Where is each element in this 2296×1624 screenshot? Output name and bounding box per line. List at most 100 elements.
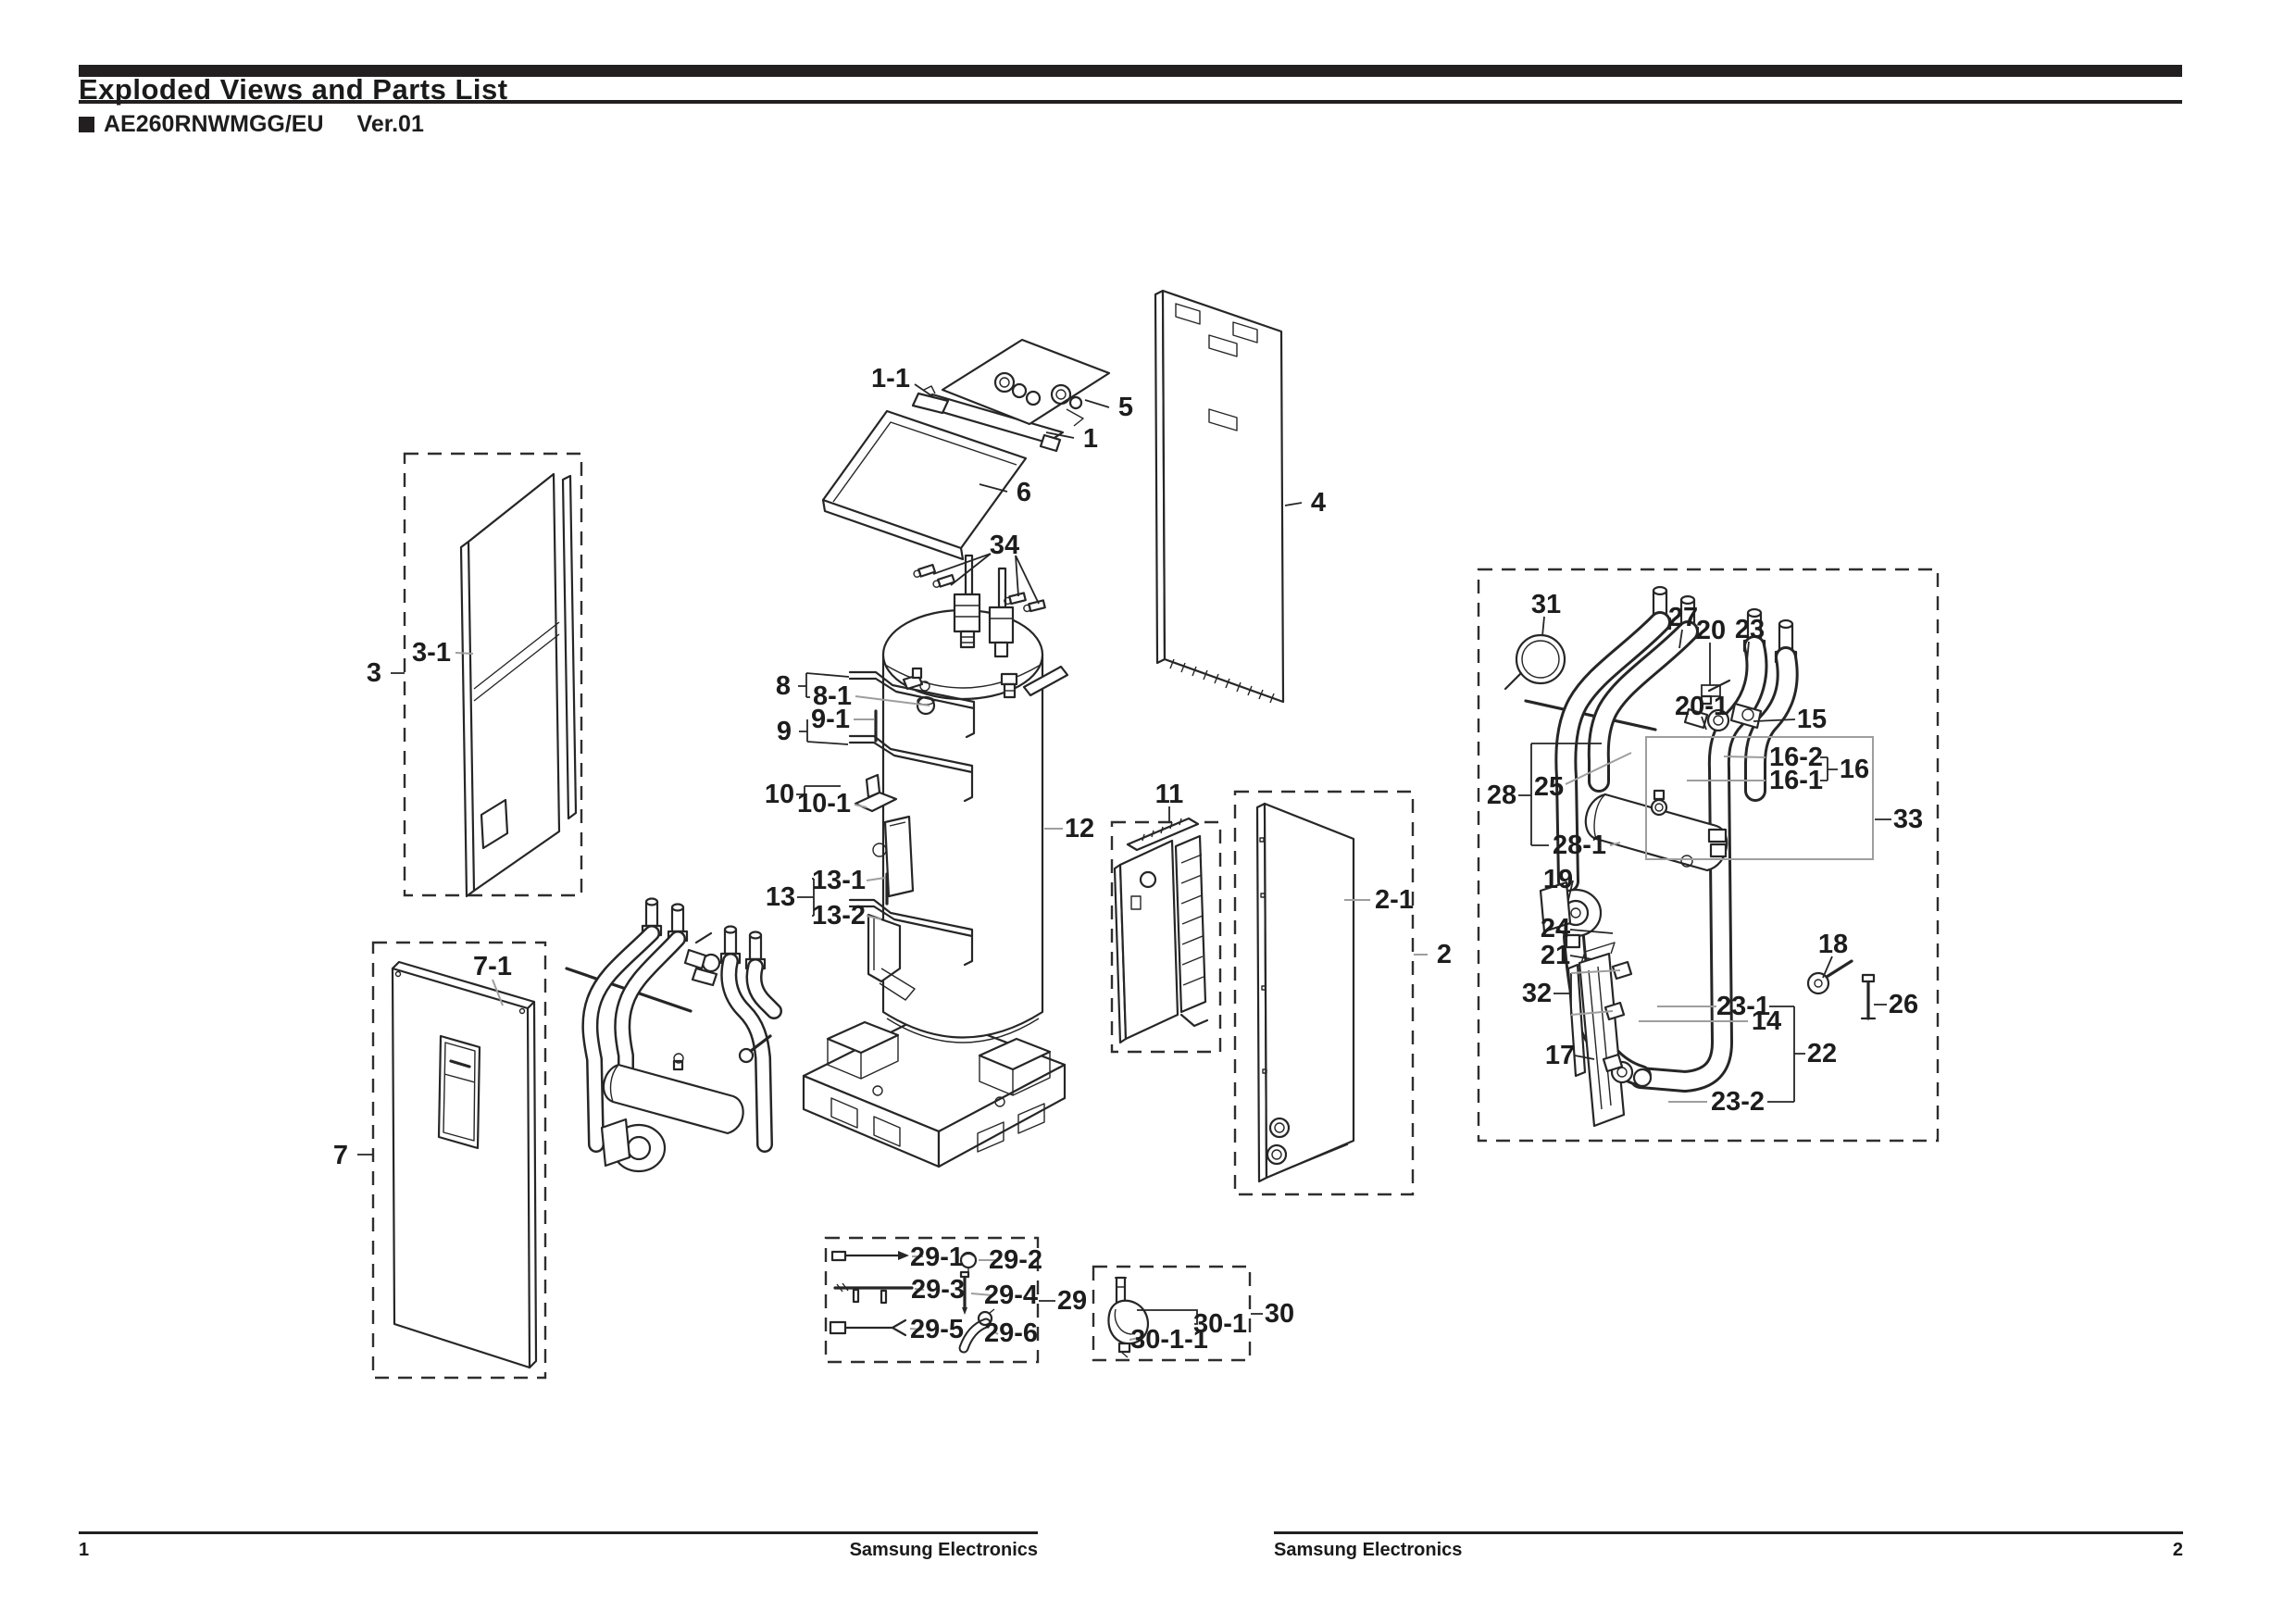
title-underline	[79, 100, 2182, 104]
model-version: Ver.01	[356, 110, 424, 137]
callout-30: 30	[1265, 1299, 1294, 1329]
callout-3-1: 3-1	[412, 638, 451, 668]
hydro-piping-assembly	[565, 897, 782, 1173]
valve-body-30-1	[1107, 1299, 1149, 1345]
callout-12: 12	[1065, 814, 1094, 843]
callout-14: 14	[1752, 1006, 1781, 1036]
accumulator	[602, 1063, 744, 1135]
valve-cluster-20-1	[1683, 707, 1709, 730]
callout-29-3: 29-3	[911, 1275, 965, 1305]
dashed-box-part-11	[1110, 820, 1222, 1054]
front-panel-2	[1255, 802, 1355, 1183]
vent-slot	[1022, 665, 1069, 697]
callout-8-1: 8-1	[813, 681, 852, 711]
wire-loop-31	[1515, 633, 1566, 685]
strap-13	[848, 898, 974, 967]
callout-6: 6	[1017, 478, 1031, 507]
side-panel-3	[459, 472, 578, 898]
model-number: AE260RNWMGG/EU	[104, 110, 324, 137]
callout-29-2: 29-2	[989, 1245, 1042, 1275]
callout-13-1: 13-1	[812, 866, 866, 895]
model-bullet-icon	[79, 116, 94, 132]
water-tank-12	[872, 554, 1069, 1043]
callout-28: 28	[1487, 781, 1516, 810]
callout-11: 11	[1155, 780, 1184, 809]
dashed-box-part-7	[371, 941, 547, 1380]
screw	[738, 1047, 755, 1064]
footer-rule-left	[79, 1531, 1038, 1534]
callout-25: 25	[1534, 772, 1564, 802]
callout-31: 31	[1531, 590, 1561, 619]
callout-20-1: 20-1	[1675, 692, 1728, 721]
callout-26: 26	[1889, 990, 1918, 1019]
dashed-box-part-3	[403, 452, 583, 897]
union-fittings-16	[1707, 828, 1728, 858]
piping-detail-enlarged	[1504, 585, 1877, 1128]
strap-8	[848, 670, 976, 739]
callout-1: 1	[1083, 424, 1098, 454]
dashed-box-piping-detail	[1477, 568, 1940, 1143]
callout-10: 10	[765, 780, 794, 809]
clips-32	[1603, 960, 1633, 1021]
callout-29-1: 29-1	[910, 1243, 964, 1272]
model-line: AE260RNWMGG/EU Ver.01	[79, 110, 424, 138]
footer-rule-right	[1274, 1531, 2183, 1534]
dashed-box-part-2	[1233, 790, 1415, 1196]
publisher-right: Samsung Electronics	[1274, 1540, 1463, 1560]
publisher-left: Samsung Electronics	[849, 1540, 1038, 1560]
screw-18	[1806, 971, 1830, 995]
callout-13-2: 13-2	[812, 901, 866, 931]
footer-right: Samsung Electronics 2	[1274, 1540, 2183, 1561]
header-top-rule	[79, 65, 2182, 77]
callout-23: 23	[1735, 615, 1765, 644]
strip-21	[1566, 963, 1587, 1078]
box-cover	[1118, 839, 1179, 1041]
callout-24: 24	[1541, 914, 1570, 943]
callout-16-2: 16-2	[1769, 743, 1823, 772]
heater-unit	[988, 567, 1015, 658]
control-plate-5	[941, 338, 1111, 426]
page-number-right: 2	[2172, 1540, 2183, 1560]
callout-20: 20	[1696, 616, 1726, 645]
callout-30-1: 30-1	[1193, 1309, 1247, 1339]
sensor-29-1	[830, 1250, 847, 1262]
valve-kit-30	[1107, 1276, 1149, 1358]
footer-left: 1 Samsung Electronics	[79, 1540, 1038, 1561]
callout-17: 17	[1545, 1041, 1575, 1070]
top-cover-6	[821, 409, 1028, 550]
top-cover-assembly	[821, 338, 1111, 561]
strap-9	[848, 734, 974, 803]
callout-3: 3	[367, 658, 381, 688]
callout-9-1: 9-1	[811, 705, 850, 734]
display-window	[449, 1059, 471, 1068]
callout-29: 29	[1057, 1286, 1087, 1316]
page-number-left: 1	[79, 1540, 90, 1560]
callout-2-1: 2-1	[1375, 885, 1414, 915]
sensor-probe	[1524, 699, 1657, 731]
callout-30-1-1: 30-1-1	[1130, 1325, 1208, 1355]
callout-34: 34	[990, 531, 1019, 560]
callout-8: 8	[776, 671, 791, 701]
callout-29-4: 29-4	[984, 1280, 1038, 1310]
sensor-kit-29	[829, 1250, 995, 1354]
leader-lines-gray	[455, 652, 1874, 1341]
callout-4: 4	[1311, 488, 1326, 518]
callout-32: 32	[1522, 979, 1552, 1008]
pcb-plate	[1174, 834, 1207, 1014]
bracket-13-2	[867, 913, 902, 983]
dashed-boxes	[371, 452, 1940, 1380]
callout-19: 19	[1543, 865, 1573, 894]
plug-fitting	[1000, 672, 1018, 686]
callout-16: 16	[1840, 755, 1869, 784]
leader-lines-black	[357, 383, 1891, 1325]
front-door-panel-7	[391, 960, 538, 1369]
rear-panel-4	[1154, 289, 1285, 704]
callout-23-1: 23-1	[1716, 992, 1770, 1021]
dashed-box-part-29	[824, 1236, 1040, 1364]
callout-29-6: 29-6	[984, 1318, 1038, 1348]
callout-16-1: 16-1	[1769, 766, 1823, 795]
callout-18: 18	[1818, 930, 1848, 959]
